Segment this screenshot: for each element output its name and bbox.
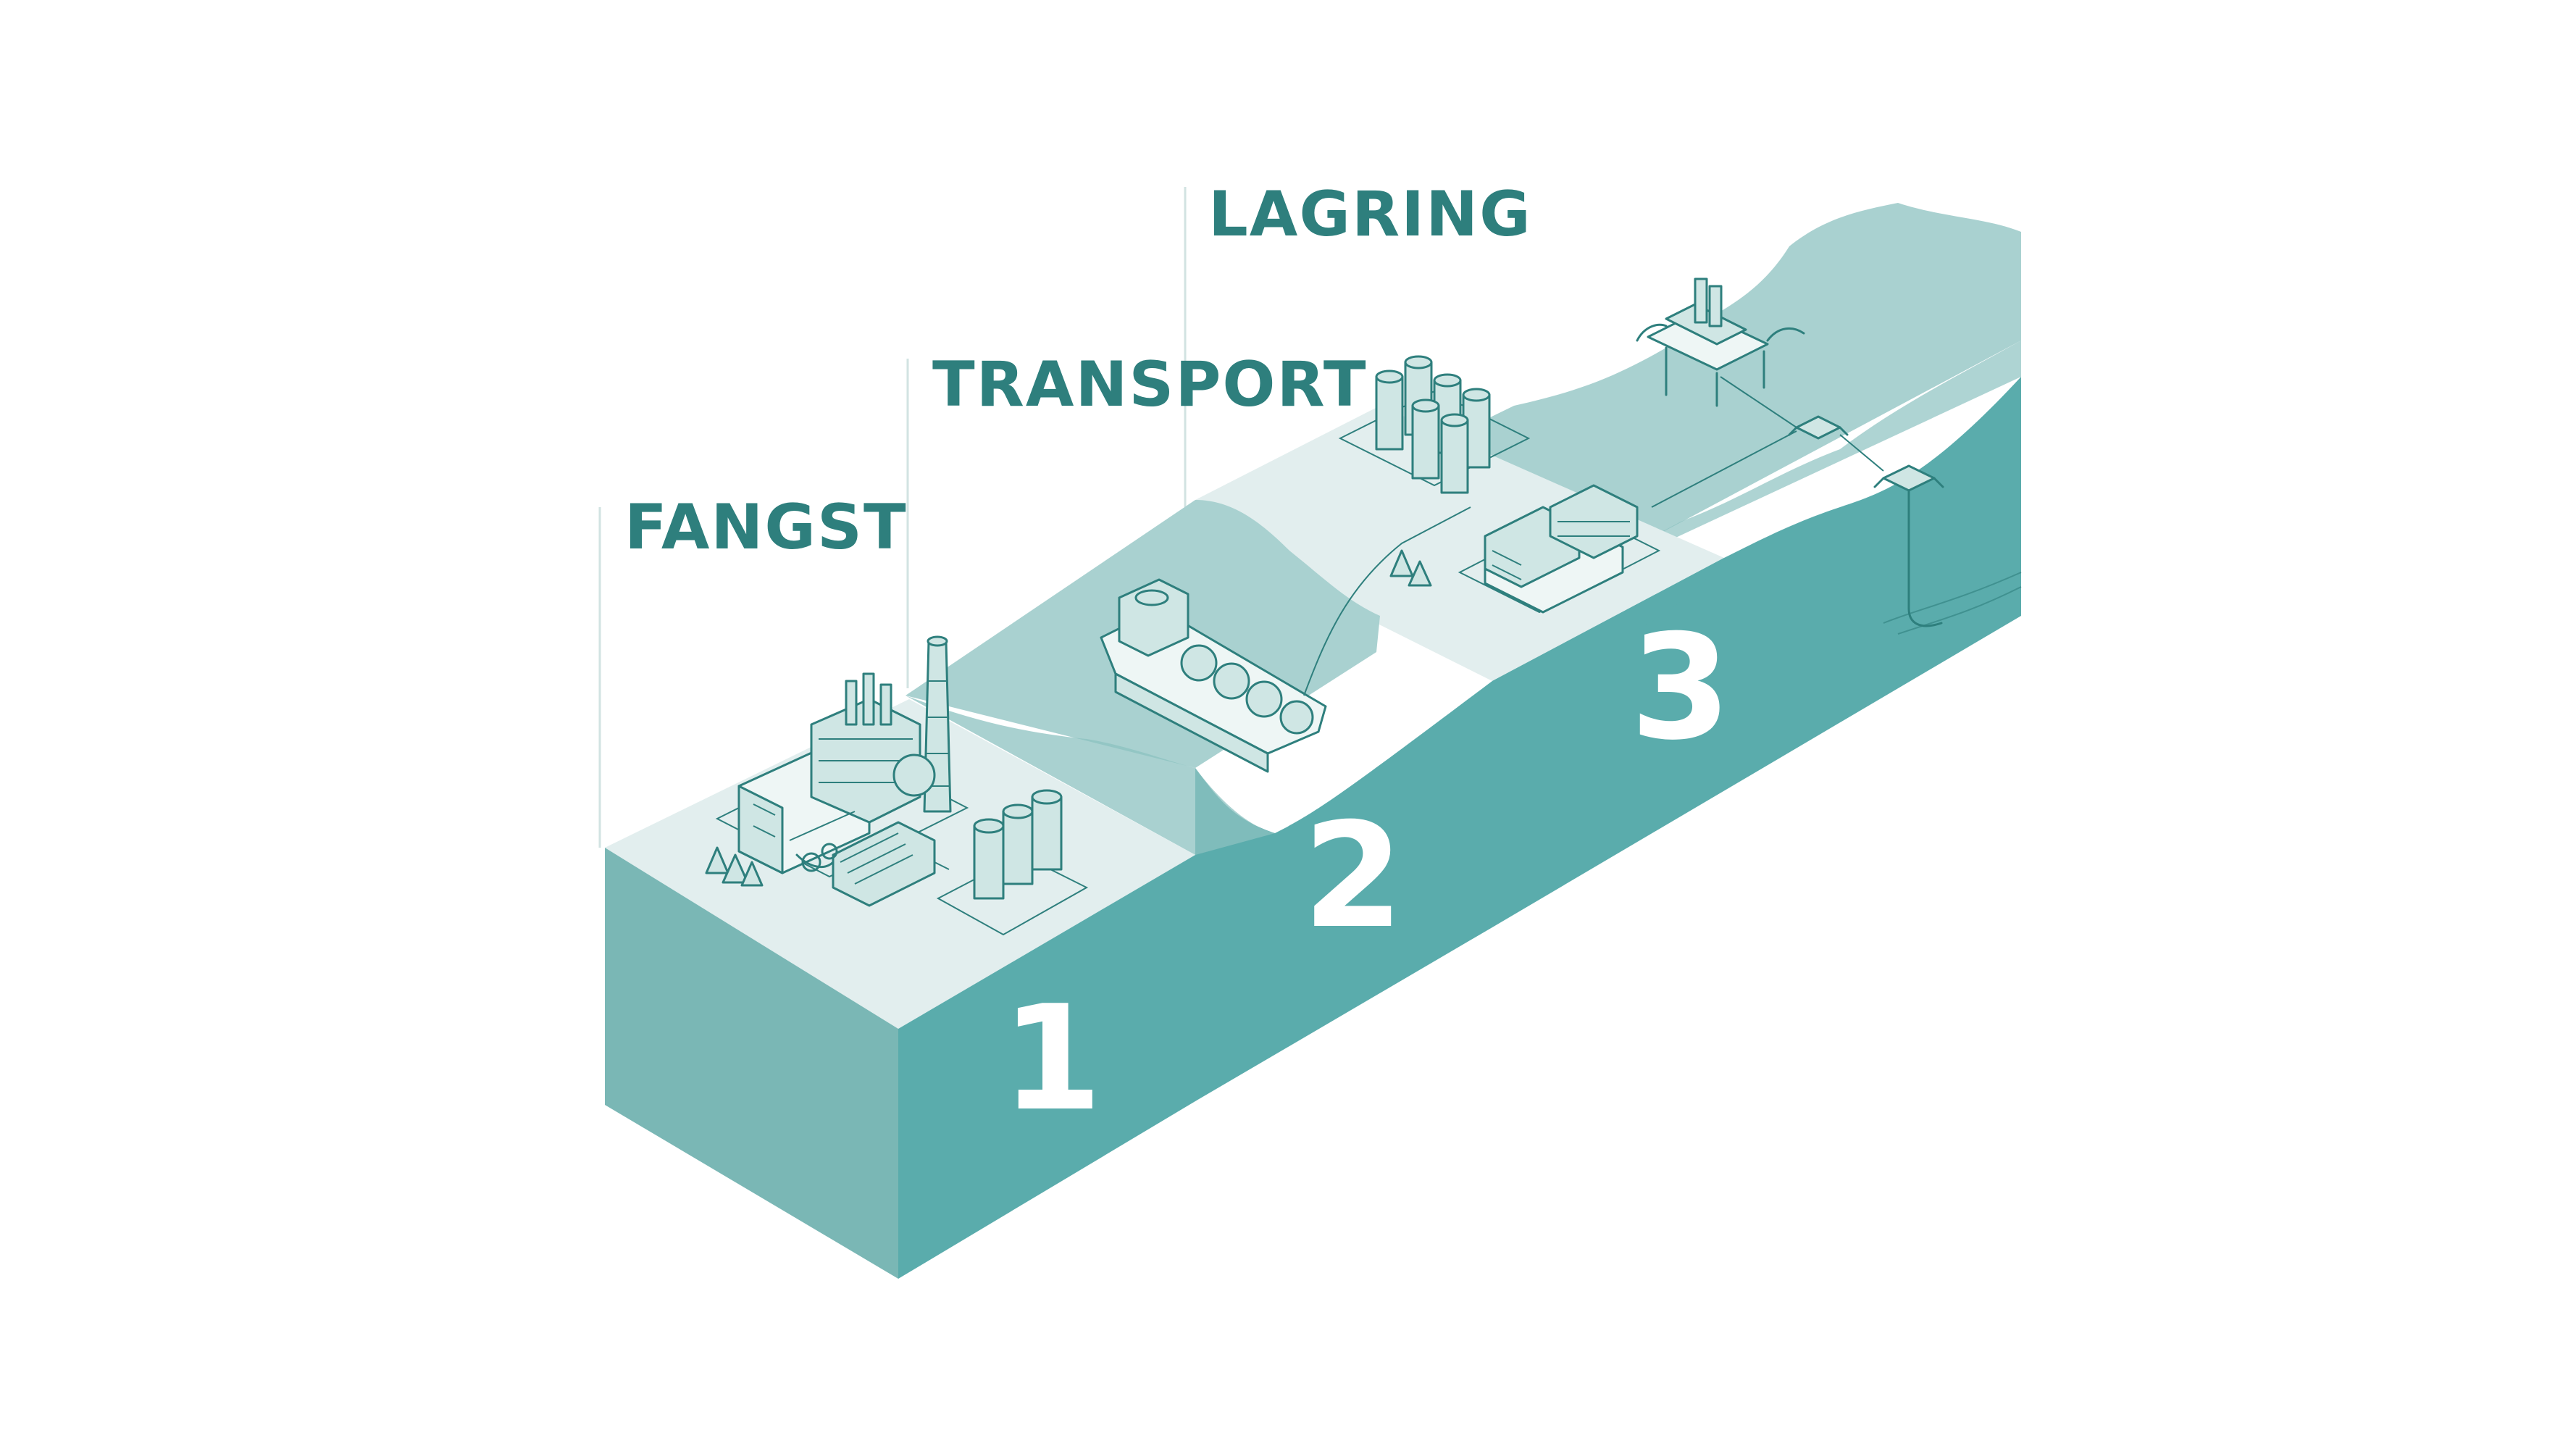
factory-icon	[737, 672, 921, 874]
tree-icon	[1389, 549, 1432, 587]
stage-label-fangst: FANGST	[624, 491, 908, 564]
subsea-template-icon	[1873, 464, 1944, 627]
block-3-front	[1492, 558, 1724, 681]
capture-site	[705, 635, 1089, 936]
storage-tank-icon	[1375, 355, 1491, 494]
office-building-icon	[1458, 484, 1661, 614]
pipeline-transport	[1303, 506, 1471, 696]
block-1-front	[605, 848, 898, 1279]
subsea-template-icon	[1788, 415, 1849, 440]
storage-tank-icon	[973, 789, 1063, 900]
stage-number-1: 1	[1001, 974, 1102, 1143]
land-top-3	[1195, 406, 1724, 681]
stage-label-lagring: LAGRING	[1208, 178, 1532, 251]
block-2-side	[1195, 681, 1492, 1101]
block-1-side	[898, 855, 1195, 1279]
tree-icon	[705, 846, 764, 887]
pipeline-offshore	[1651, 376, 1884, 508]
stage-number-2: 2	[1302, 792, 1403, 961]
offshore-platform-icon	[1636, 277, 1805, 407]
stage-label-transport: TRANSPORT	[932, 348, 1368, 421]
sphere-tank-icon	[892, 753, 936, 797]
storage-terminal	[1338, 355, 1661, 614]
block-3-side	[1492, 377, 2021, 927]
block-2-water-front	[906, 696, 1275, 855]
co2-ship-icon	[1100, 578, 1327, 773]
stage-number-3: 3	[1630, 604, 1731, 772]
